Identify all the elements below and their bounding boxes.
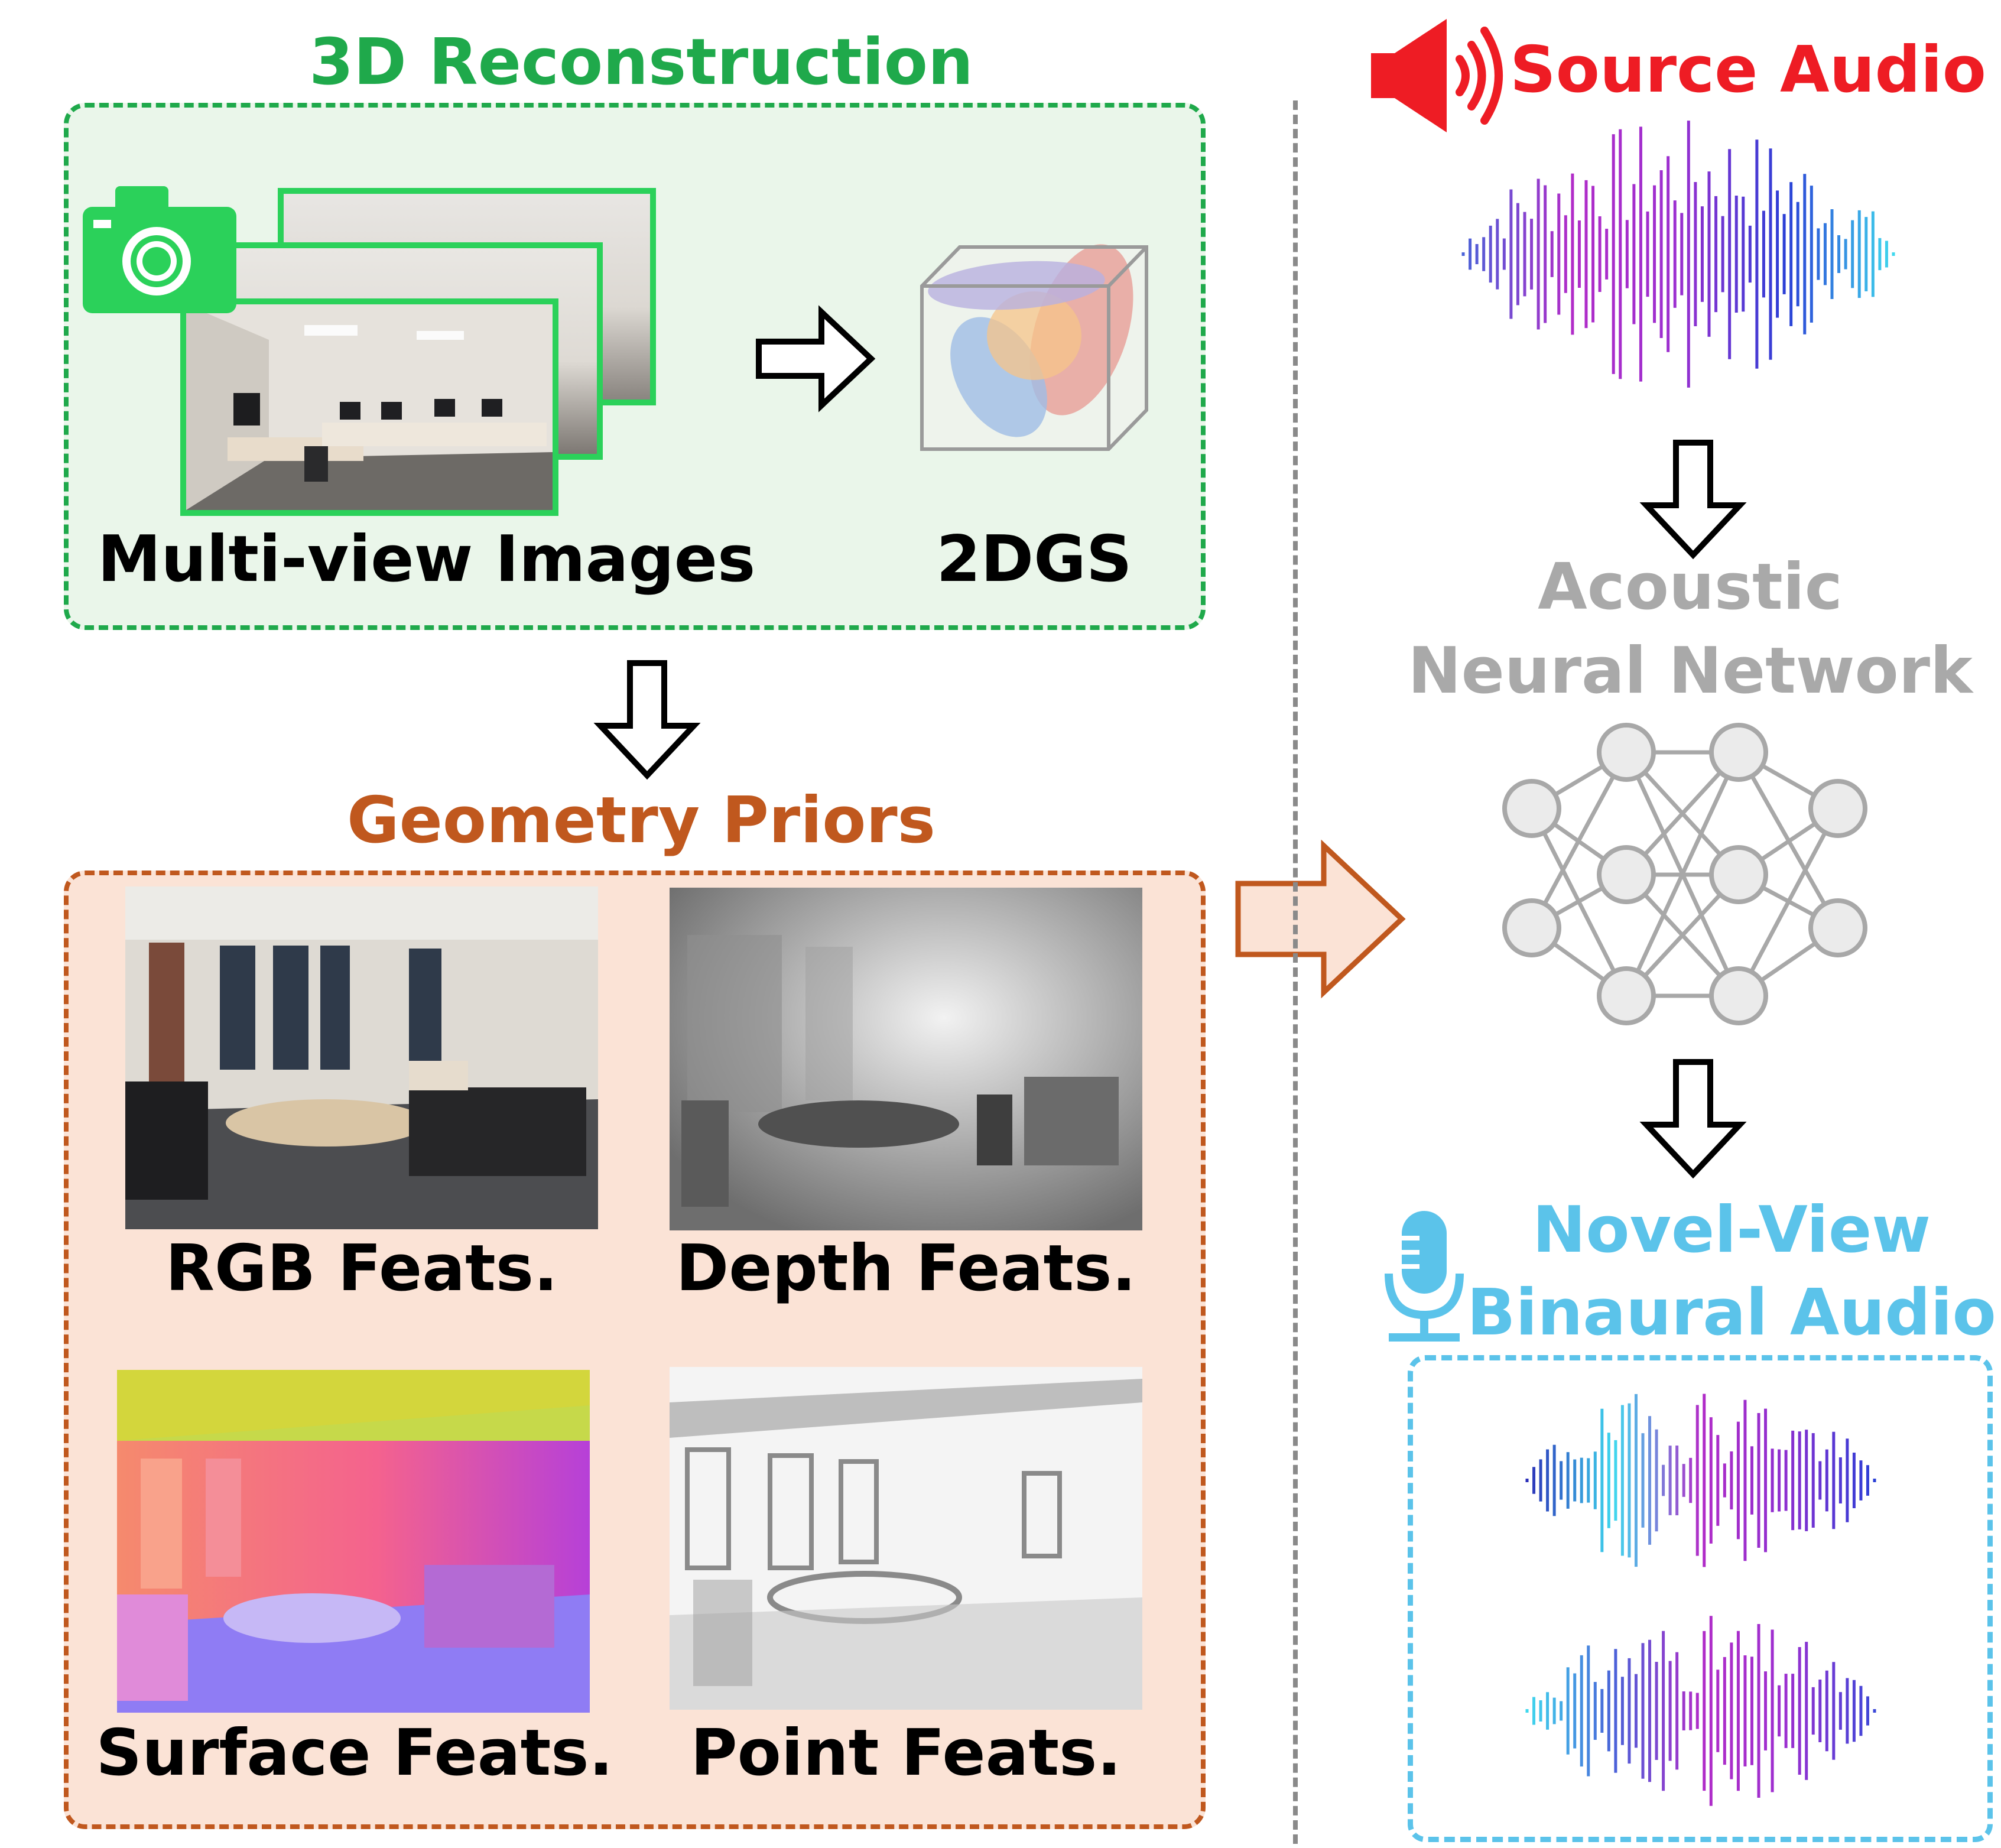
point-feats-label: Point Feats. [690, 1716, 1122, 1790]
point-feats-image [670, 1367, 1142, 1710]
source-waveform [1461, 121, 1895, 388]
binaural-waveform-right [1525, 1616, 1876, 1806]
network-label-line2: Neural Network [1408, 634, 1973, 708]
arrow-down-icon-3 [1639, 1059, 1747, 1179]
rgb-feats-image [125, 886, 598, 1229]
arrow-down-icon [593, 660, 701, 780]
binaural-waveform-left [1525, 1394, 1876, 1567]
reconstruction-title: 3D Reconstruction [309, 25, 973, 99]
source-audio-label: Source Audio [1510, 33, 1986, 107]
network-label-line1: Acoustic [1538, 550, 1843, 624]
section-divider [1293, 100, 1298, 1844]
arrow-down-icon-2 [1639, 440, 1747, 560]
arrow-right-icon [756, 305, 876, 413]
microphone-icon [1385, 1211, 1464, 1342]
surface-feats-image [117, 1370, 590, 1713]
binaural-audio-panel [1408, 1355, 1993, 1842]
depth-feats-label: Depth Feats. [675, 1232, 1136, 1305]
novel-view-label-line1: Novel-View [1532, 1193, 1931, 1267]
camera-icon [83, 186, 236, 313]
rgb-feats-label: RGB Feats. [165, 1232, 558, 1305]
geometry-priors-title: Geometry Priors [347, 784, 935, 858]
2dgs-label: 2DGS [936, 522, 1132, 596]
view-image-front [180, 298, 558, 516]
arrow-right-orange-icon [1235, 839, 1406, 999]
surface-feats-label: Surface Feats. [96, 1716, 613, 1790]
multi-view-images-label: Multi-view Images [98, 522, 756, 596]
speaker-icon [1371, 19, 1503, 132]
depth-feats-image [670, 888, 1142, 1230]
novel-view-label-line2: Binaural Audio [1467, 1276, 1996, 1350]
cube-icon [920, 244, 1148, 451]
neural-network-icon [1502, 723, 1867, 1025]
